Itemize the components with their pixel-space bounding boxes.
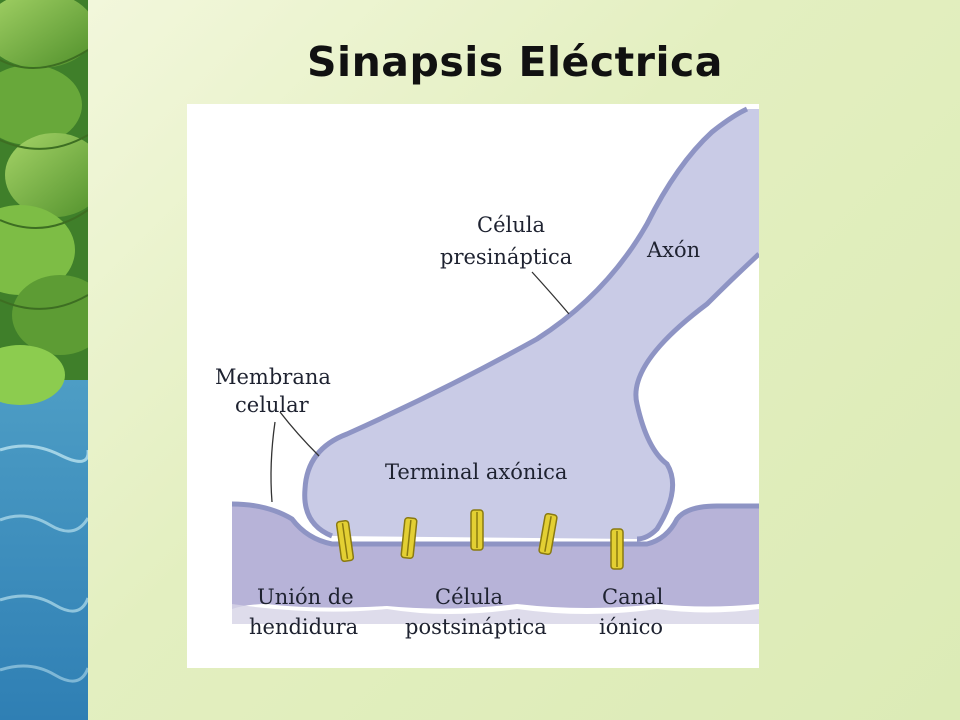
label-axon-terminal: Terminal axónica [385,460,567,484]
electrical-synapse-diagram: Célula presináptica Axón Membrana celula… [187,104,759,668]
gap-junction-channel [335,519,355,563]
label-ion-channel-line1: Canal [602,585,664,609]
label-membrane-line1: Membrana [215,365,331,389]
membrane-leader-line [279,411,320,457]
gap-junction-channel [470,509,484,551]
presynaptic-leader-line [531,271,570,315]
label-postsynaptic-line2: postsináptica [405,615,547,639]
label-axon: Axón [646,238,700,262]
membrane-leader-line-2 [270,421,276,503]
decorative-sidebar [0,0,88,720]
ion-channels [335,509,624,570]
postsynaptic-cell [232,504,759,609]
label-presynaptic-line2: presináptica [440,245,572,269]
label-ion-channel-line2: iónico [599,615,663,639]
slide-title: Sinapsis Eléctrica [307,38,723,86]
postsynaptic-membrane [231,501,759,547]
label-membrane-line2: celular [235,393,310,417]
presynaptic-cell [304,109,759,539]
presynaptic-membrane [302,106,749,539]
label-gap-junction-line2: hendidura [249,615,358,639]
gap-junction-channel [400,517,418,559]
label-presynaptic-line1: Célula [477,213,545,237]
gap-junction-channel [538,512,558,556]
gap-junction-channel [610,528,624,570]
label-postsynaptic-line1: Célula [435,585,503,609]
label-gap-junction-line1: Unión de [257,585,354,609]
